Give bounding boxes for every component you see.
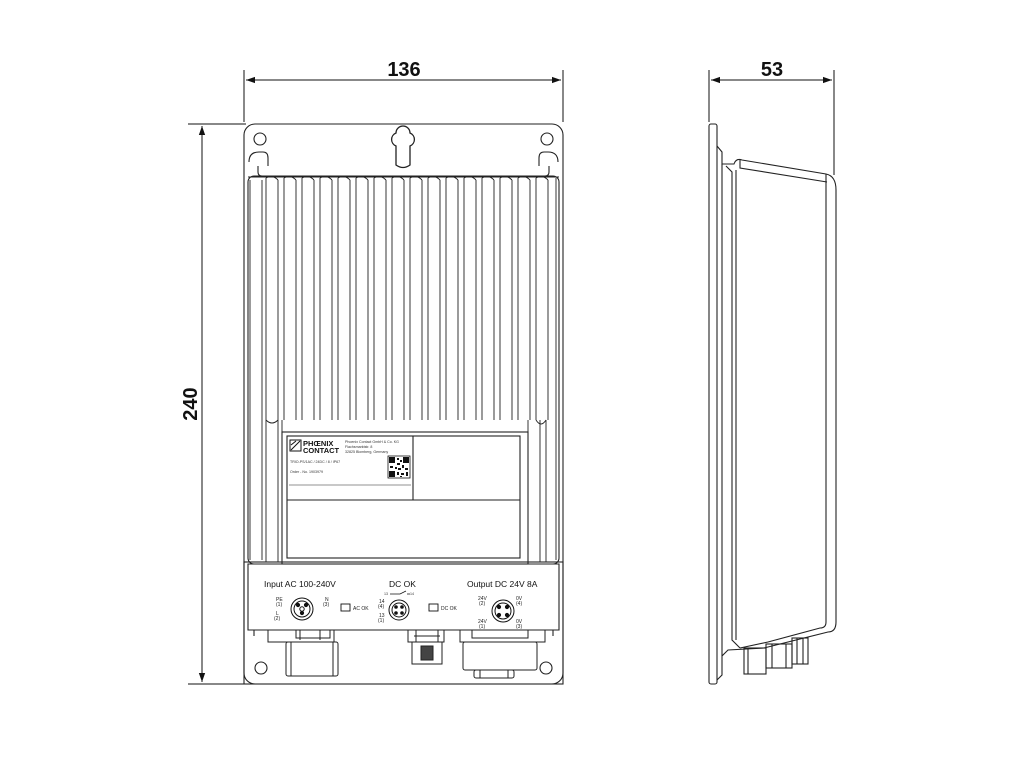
dimension-height-label: 240 bbox=[180, 387, 202, 420]
input-title: Input AC 100-240V bbox=[264, 579, 336, 589]
keyhole-icon bbox=[390, 125, 416, 169]
dc-ok-title: DC OK bbox=[389, 579, 416, 589]
dcok-pin13: 13 bbox=[379, 613, 385, 619]
connector-panel-outline bbox=[247, 563, 560, 631]
cable-glands bbox=[267, 629, 546, 679]
connector-socket-icon bbox=[491, 599, 515, 623]
mounting-hole-icon bbox=[253, 132, 267, 146]
pin-n-num: (3) bbox=[323, 602, 329, 608]
dimension-depth bbox=[708, 70, 835, 175]
order-number: Order - No. 1903979 bbox=[290, 470, 323, 474]
label-plate bbox=[286, 435, 521, 559]
mounting-hole-icon bbox=[539, 661, 553, 675]
dcok-pin14-num: (4) bbox=[378, 604, 384, 610]
out-24v-a: 24V bbox=[478, 596, 488, 602]
out-0v-a-num: (4) bbox=[516, 601, 522, 607]
dcok-pin14: 14 bbox=[379, 599, 385, 605]
pin-pe-num: (1) bbox=[276, 602, 282, 608]
pin-pe: PE bbox=[276, 597, 283, 603]
ac-ok-label: AC OK bbox=[353, 606, 369, 612]
dimension-height bbox=[188, 123, 246, 685]
dimension-width-label: 136 bbox=[387, 59, 420, 81]
connector-socket-icon bbox=[290, 597, 314, 621]
out-0v-a: 0V bbox=[516, 596, 523, 602]
pin-l: L bbox=[276, 611, 279, 617]
mounting-plate bbox=[708, 123, 718, 685]
dc-ok-label: DC OK bbox=[441, 606, 458, 612]
mounting-hole-icon bbox=[540, 132, 554, 146]
housing-profile bbox=[716, 145, 837, 681]
dimension-depth-label: 53 bbox=[761, 59, 783, 81]
address-line1: Phoenix Contact GmbH & Co. KG bbox=[345, 440, 399, 444]
address-line3: 32825 Blomberg, Germany bbox=[345, 450, 388, 454]
brand-line2: CONTACT bbox=[303, 446, 340, 455]
heatsink-fins bbox=[249, 175, 557, 564]
dimension-width bbox=[243, 70, 564, 122]
led-indicator-icon bbox=[340, 603, 351, 612]
dcok-switch-right: 14 bbox=[410, 592, 414, 596]
side-view bbox=[708, 123, 837, 685]
output-title: Output DC 24V 8A bbox=[467, 579, 538, 589]
out-24v-b: 24V bbox=[478, 619, 488, 625]
product-name: TRIO-PS/1AC / 24DC / 8 / IP67 bbox=[290, 460, 340, 464]
address-line2: Flachsmarktstr. 8 bbox=[345, 445, 372, 449]
front-view bbox=[243, 123, 564, 685]
out-0v-b-num: (3) bbox=[516, 624, 522, 630]
dcok-pin13-num: (1) bbox=[378, 618, 384, 624]
pin-l-num: (2) bbox=[274, 616, 280, 622]
connector-socket-icon bbox=[388, 599, 410, 621]
phoenix-logo: PHŒNIX CONTACT bbox=[289, 439, 340, 455]
brand-line1: PHŒNIX bbox=[303, 439, 333, 448]
led-indicator-icon bbox=[428, 603, 439, 612]
mounting-hole-icon bbox=[254, 661, 268, 675]
out-24v-b-num: (1) bbox=[479, 624, 485, 630]
dcok-switch-left: 13 bbox=[384, 592, 388, 596]
qr-code-icon bbox=[387, 455, 411, 479]
out-0v-b: 0V bbox=[516, 619, 523, 625]
label-recess bbox=[281, 431, 529, 565]
pin-n: N bbox=[325, 597, 329, 603]
out-24v-a-num: (2) bbox=[479, 601, 485, 607]
